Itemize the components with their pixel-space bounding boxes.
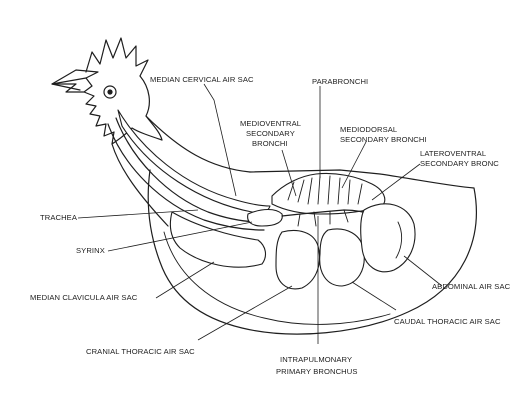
label-abdominal-air-sac: ABDOMINAL AIR SAC: [432, 282, 511, 291]
label-median-cervical-air-sac: MEDIAN CERVICAL AIR SAC: [150, 75, 254, 84]
caudal-thoracic-air-sac: [320, 229, 365, 286]
leader-lateroventral: [372, 164, 420, 200]
label-lateroventral-line1: LATEROVENTRAL: [420, 149, 486, 158]
label-medioventral-line2: SECONDARY: [246, 129, 295, 138]
label-caudal-thoracic-air-sac: CAUDAL THORACIC AIR SAC: [394, 317, 501, 326]
label-intrapulmonary-line2: PRIMARY BRONCHUS: [276, 367, 358, 376]
label-medioventral-line3: BRONCHI: [252, 139, 288, 148]
syrinx: [248, 210, 283, 227]
cranial-thoracic-air-sac: [276, 231, 319, 289]
label-syrinx: SYRINX: [76, 246, 105, 255]
label-parabronchi: PARABRONCHI: [312, 77, 368, 86]
label-intrapulmonary-line1: INTRAPULMONARY: [280, 355, 352, 364]
abdominal-air-sac: [361, 204, 415, 272]
leader-median-clavicular: [156, 262, 214, 298]
leader-median-cervical: [204, 84, 236, 196]
label-lateroventral-line2: SECONDARY BRONC: [420, 159, 499, 168]
eye-pupil: [107, 89, 112, 94]
label-medioventral-line1: MEDIOVENTRAL: [240, 119, 301, 128]
label-mediodorsal-line2: SECONDARY BRONCHI: [340, 135, 427, 144]
label-cranial-thoracic-air-sac: CRANIAL THORACIC AIR SAC: [86, 347, 195, 356]
leader-caudal-thoracic: [352, 282, 396, 310]
label-trachea: TRACHEA: [40, 213, 78, 222]
leader-cranial-thoracic: [198, 286, 292, 340]
comb: [86, 38, 148, 76]
label-median-clavicular-air-sac: MEDIAN CLAVICULA AIR SAC: [30, 293, 138, 302]
label-mediodorsal-line1: MEDIODORSAL: [340, 125, 397, 134]
